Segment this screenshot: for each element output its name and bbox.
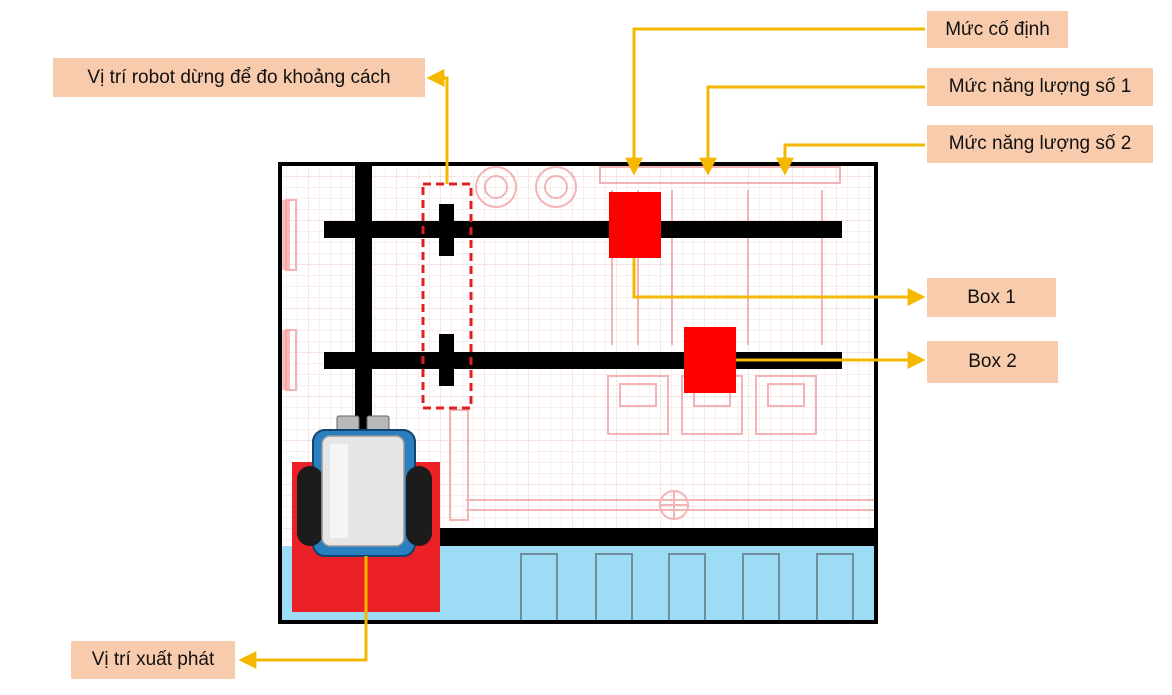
label-fixed-level: Mức cố định bbox=[927, 11, 1068, 48]
arrow-measure-position bbox=[426, 69, 449, 184]
water-zone bbox=[432, 546, 876, 622]
label-measure-position: Vị trí robot dừng để đo khoảng cách bbox=[53, 58, 425, 97]
label-start-position: Vị trí xuất phát bbox=[71, 641, 235, 679]
arrow-energy-level-2 bbox=[776, 143, 925, 176]
robot-icon bbox=[297, 415, 432, 557]
measure-zone-outline bbox=[421, 182, 473, 410]
arrow-fixed-level bbox=[625, 27, 925, 176]
arrow-energy-level-1 bbox=[699, 85, 925, 176]
label-box-1: Box 1 bbox=[927, 278, 1056, 317]
arrow-box-1 bbox=[632, 258, 926, 306]
game-board bbox=[278, 162, 878, 624]
box-1 bbox=[609, 192, 661, 258]
label-energy-level-1: Mức năng lượng số 1 bbox=[927, 68, 1153, 106]
box-2 bbox=[684, 327, 736, 393]
arrow-icon bbox=[238, 27, 926, 669]
arrow-start-position bbox=[238, 556, 368, 669]
label-box-2: Box 2 bbox=[927, 341, 1058, 383]
label-energy-level-2: Mức năng lượng số 2 bbox=[927, 125, 1153, 163]
board-border bbox=[278, 162, 878, 624]
track-lines bbox=[324, 164, 876, 546]
